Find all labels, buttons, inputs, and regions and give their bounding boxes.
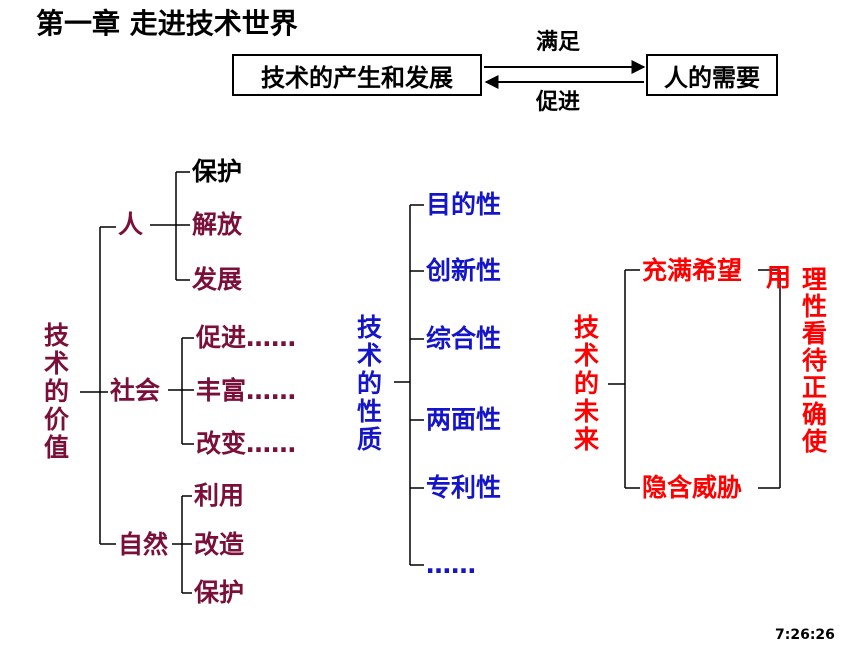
- nature-root: 技术的性质: [357, 313, 383, 454]
- value-root: 技术的价值: [44, 321, 70, 462]
- future-root: 技术的未来: [574, 313, 600, 454]
- tech-development-box: 技术的产生和发展: [232, 54, 482, 96]
- satisfy-label: 满足: [536, 30, 581, 55]
- branch-person: 人: [118, 210, 144, 239]
- nature-child-3: 保护: [194, 578, 245, 607]
- value-tree-lines: [80, 171, 194, 594]
- nature-child-1: 利用: [194, 481, 245, 510]
- human-needs-box: 人的需要: [646, 54, 778, 96]
- society-child-3: 改变……: [196, 429, 297, 458]
- branch-society: 社会: [110, 376, 161, 405]
- future-tree-lines: [608, 269, 781, 489]
- person-child-3: 发展: [192, 265, 243, 294]
- nature-item-6: ……: [426, 550, 476, 579]
- promote-label: 促进: [536, 90, 581, 115]
- society-child-1: 促进……: [196, 323, 297, 352]
- nature-item-2: 创新性: [426, 256, 502, 285]
- person-child-2: 解放: [192, 210, 243, 239]
- future-item-threat: 隐含威胁: [642, 473, 743, 502]
- nature-item-3: 综合性: [426, 324, 502, 353]
- nature-item-5: 专利性: [426, 473, 502, 502]
- nature-item-4: 两面性: [426, 405, 502, 434]
- nature-tree-lines: [394, 204, 424, 566]
- person-child-1: 保护: [192, 157, 243, 186]
- timestamp: 7:26:26: [775, 627, 835, 643]
- nature-item-1: 目的性: [426, 190, 502, 219]
- future-item-hope: 充满希望: [642, 256, 743, 285]
- society-child-2: 丰富……: [196, 376, 297, 405]
- future-note-use: 用: [766, 263, 792, 292]
- future-note-rational: 理性看待 正确使: [802, 265, 828, 456]
- branch-nature: 自然: [118, 530, 169, 559]
- nature-child-2: 改造: [194, 530, 245, 559]
- page-title: 第一章 走进技术世界: [36, 7, 298, 40]
